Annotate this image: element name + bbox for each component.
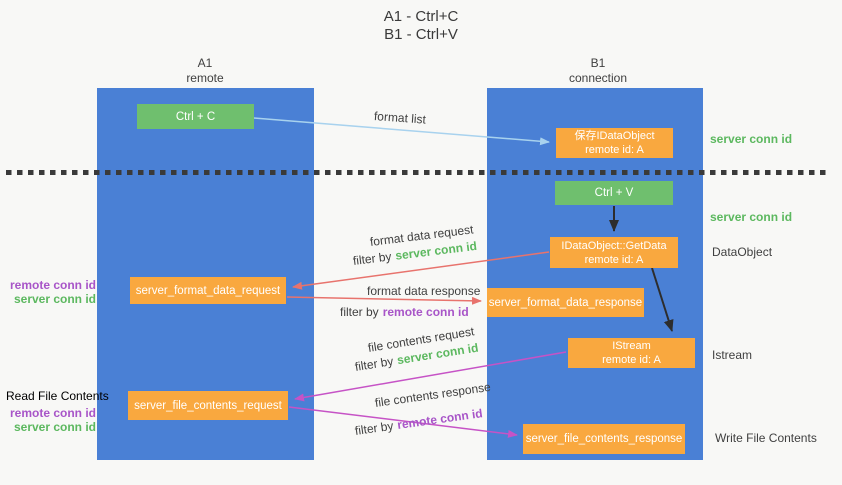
idataobject-getdata-box: IDataObject::GetData remote id: A (550, 237, 678, 268)
format-list-label: format list (373, 109, 427, 127)
write-file-contents-label: Write File Contents (715, 431, 817, 445)
column-header-a1: A1 remote (145, 56, 265, 86)
column-header-b1: B1 connection (538, 56, 658, 86)
filter-by-text: filter by (352, 249, 393, 268)
ctrl-v-box: Ctrl + V (555, 181, 673, 205)
save-idataobject-line2: remote id: A (585, 144, 644, 156)
column-b1-role: connection (568, 71, 628, 85)
getdata-line2: remote id: A (584, 253, 644, 266)
server-format-data-request-box: server_format_data_request (130, 277, 286, 304)
filter-by-text: filter by (340, 305, 379, 319)
istream-box: IStream remote id: A (568, 338, 695, 368)
dataobject-label: DataObject (712, 245, 773, 259)
column-a1-role: remote (186, 71, 224, 85)
server-conn-id-label: server conn id (13, 420, 96, 434)
read-file-contents-label: Read File Contents (6, 389, 109, 403)
file-contents-response-label: file contents response (374, 379, 492, 410)
ctrl-c-box: Ctrl + C (137, 104, 254, 129)
server-conn-id-label-mid: server conn id (710, 210, 793, 224)
column-b1-name: B1 (590, 56, 606, 70)
istream-line2: remote id: A (602, 354, 661, 366)
remote-conn-id-text: remote conn id (382, 305, 469, 319)
read-file-contents-text: Read File Contents (6, 389, 109, 403)
session-divider-dotted-line (6, 170, 830, 175)
server-conn-id-label: server conn id (13, 292, 96, 306)
server-file-contents-request-box: server_file_contents_request (128, 391, 288, 420)
filter-by-text: filter by (353, 354, 395, 374)
server-conn-id-label-top: server conn id (710, 132, 793, 146)
remote-conn-id-text: remote conn id (396, 406, 484, 432)
istream-side-label: Istream (712, 348, 753, 362)
remote-conn-id-label: remote conn id (9, 406, 96, 420)
filter-by-text: filter by (354, 418, 395, 438)
format-request-conn-ids: remote conn id server conn id (6, 278, 96, 306)
server-format-data-response-box: server_format_data_response (487, 288, 644, 317)
istream-line1: IStream (612, 340, 651, 352)
save-idataobject-line1: 保存IDataObject (574, 130, 655, 142)
diagram-title: A1 - Ctrl+C B1 - Ctrl+V (321, 8, 521, 43)
getdata-line1: IDataObject::GetData (561, 239, 667, 252)
title-line-a1: A1 - Ctrl+C (383, 8, 459, 25)
file-request-conn-ids: remote conn id server conn id (6, 406, 96, 434)
server-file-contents-response-box: server_file_contents_response (523, 424, 685, 454)
column-a1-name: A1 (197, 56, 213, 70)
remote-conn-id-label: remote conn id (9, 278, 96, 292)
format-data-response-label: format data response (367, 284, 481, 298)
save-idataobject-box: 保存IDataObject remote id: A (556, 128, 673, 158)
title-line-b1: B1 - Ctrl+V (384, 25, 458, 43)
